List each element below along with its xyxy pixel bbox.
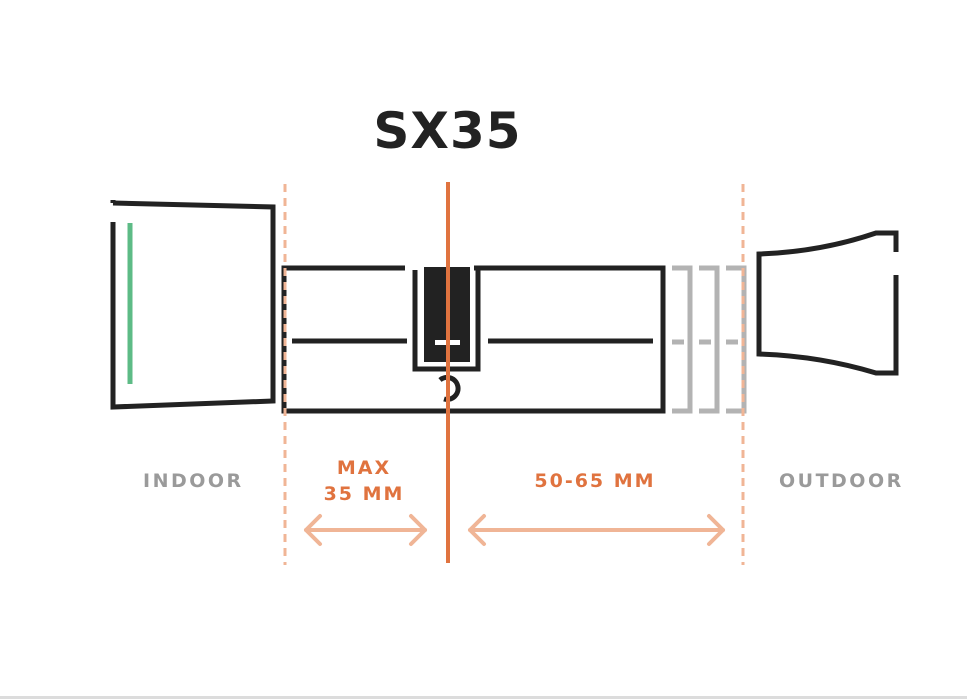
max-label-line1: MAX <box>336 457 392 479</box>
indoor-dimension-arrow <box>304 514 427 546</box>
max-label-line2: 35 MM <box>323 483 405 505</box>
bottom-border <box>0 696 967 699</box>
indoor-label: INDOOR <box>143 470 244 492</box>
cylinder-body <box>281 265 666 414</box>
range-label: 50-65 MM <box>534 470 656 492</box>
outdoor-label: OUTDOOR <box>779 470 904 492</box>
max-length-label: MAX 35 MM <box>314 455 414 507</box>
indoor-knob <box>110 200 276 410</box>
model-title: SX35 <box>373 102 522 160</box>
extension-brackets <box>672 265 747 414</box>
outdoor-knob <box>756 230 899 376</box>
outdoor-dimension-arrow <box>468 514 725 546</box>
